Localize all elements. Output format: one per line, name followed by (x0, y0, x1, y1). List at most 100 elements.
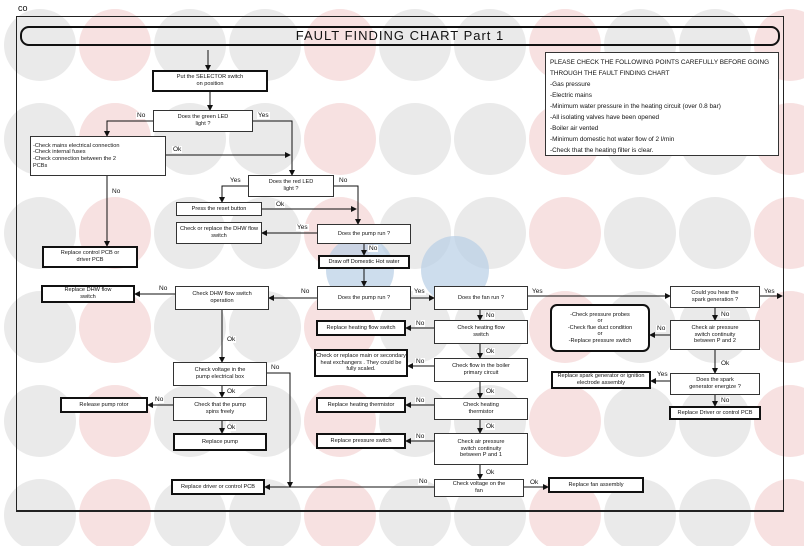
node-text: Check heating (463, 402, 499, 409)
pre-check-notes: PLEASE CHECK THE FOLLOWING POINTS CAREFU… (545, 52, 779, 156)
node-text: spark generation ? (691, 297, 739, 303)
connector-line (253, 120, 295, 176)
node-text: on position (196, 81, 224, 87)
node-text: or (597, 331, 603, 338)
node-text: Replace heating flow switch (326, 324, 396, 331)
node-text: between P and 1 (460, 452, 502, 459)
branch-label-no: No (656, 325, 667, 332)
branch-label-no: No (485, 312, 496, 319)
branch-label-no: No (415, 358, 426, 365)
node-text: Check that the pump (194, 402, 246, 409)
node-text: -Check mains electrical connection (33, 142, 120, 149)
branch-label-no: No (720, 311, 731, 318)
node-text: Check voltage in the (194, 367, 246, 374)
branch-label-yes: Yes (229, 177, 242, 184)
branch-label-yes: Yes (413, 288, 426, 295)
watermark-circle (79, 479, 151, 546)
node-text: Does the fan run ? (457, 294, 505, 301)
node-text: between P and 2 (694, 338, 736, 345)
node-text: fan (475, 488, 483, 494)
flow-node-replace-thermistor: Replace heating thermistor (316, 397, 406, 413)
node-text: Check air pressure (691, 325, 739, 332)
branch-label-no: No (300, 288, 311, 295)
branch-label-yes: Yes (656, 371, 669, 378)
branch-label-no: No (338, 177, 349, 184)
watermark-circle (604, 479, 676, 546)
watermark-circle (4, 479, 76, 546)
node-text: Does the red LED (268, 179, 314, 186)
branch-label-ok: Ok (226, 388, 237, 395)
node-text: Check or replace main or secondary (316, 353, 406, 360)
notes-item: -Electric mains (550, 92, 592, 99)
node-text: Does the green LED (177, 114, 229, 121)
branch-label-ok: Ok (485, 423, 496, 430)
node-text: light ? (283, 186, 299, 192)
watermark-circle (754, 385, 804, 457)
node-text: switch continuity (460, 445, 502, 452)
node-text: switch (211, 233, 227, 239)
node-text: Check flow in the boiler (452, 363, 510, 370)
node-text: thermistor (468, 409, 494, 415)
node-text: Does the pump run ? (337, 230, 391, 237)
branch-label-ok: Ok (226, 424, 237, 431)
notes-item: -Boiler air vented (550, 125, 599, 132)
node-text: Replace Driver or control PCB (677, 409, 753, 416)
connector-line (104, 120, 153, 137)
watermark-circle (379, 479, 451, 546)
branch-label-no: No (418, 478, 429, 485)
title-bar: FAULT FINDING CHART Part 1 (20, 26, 780, 46)
node-text: pump electrical box (195, 374, 245, 380)
branch-label-ok: Ok (485, 469, 496, 476)
node-text: Replace fan assembly (568, 481, 624, 488)
flow-node-draw-off: Draw off Domestic Hot water (318, 255, 410, 269)
notes-item: -All isolating valves have been opened (550, 114, 660, 121)
watermark-circle (4, 385, 76, 457)
branch-label-no: No (368, 245, 379, 252)
branch-label-yes: Yes (296, 224, 309, 231)
flow-node-replace-pump: Replace pump (173, 433, 267, 451)
node-text: Replace heating thermistor (327, 401, 395, 408)
branch-label-no: No (415, 320, 426, 327)
node-text: -Replace pressure switch (568, 337, 632, 344)
flow-node-replace-fan: Replace fan assembly (548, 477, 644, 493)
watermark-circle (604, 197, 676, 269)
watermark-circle (754, 197, 804, 269)
corner-mark: co (18, 3, 28, 13)
node-text: Replace control PCB or (60, 250, 120, 257)
watermark-circle (529, 385, 601, 457)
connector-line (334, 185, 361, 225)
branch-label-ok: Ok (720, 360, 731, 367)
node-text: heat exchangers . They could be (320, 359, 402, 366)
node-text: Check DHW flow switch (192, 291, 252, 298)
notes-item: -Check that the heating filter is clear. (550, 147, 654, 154)
node-text: -Check pressure probes (570, 311, 630, 318)
node-text: Could you hear the (691, 290, 739, 297)
branch-label-ok: Ok (485, 348, 496, 355)
branch-label-ok: Ok (275, 201, 286, 208)
node-text: Press the reset button (191, 205, 247, 212)
node-text: Does the pump run ? (337, 294, 391, 301)
node-text: Release pump rotor (79, 401, 129, 408)
node-text: switch (80, 294, 96, 300)
node-text: electrode assembly (576, 380, 626, 386)
node-text: generator energize ? (689, 384, 741, 390)
watermark-circle (604, 385, 676, 457)
flow-node-replace-driver-2: Replace Driver or control PCB (669, 406, 761, 420)
node-text: Check voltage on the (452, 481, 506, 488)
branch-label-ok: Ok (485, 388, 496, 395)
branch-label-ok: Ok (529, 479, 540, 486)
node-text: Replace pump (201, 438, 239, 445)
